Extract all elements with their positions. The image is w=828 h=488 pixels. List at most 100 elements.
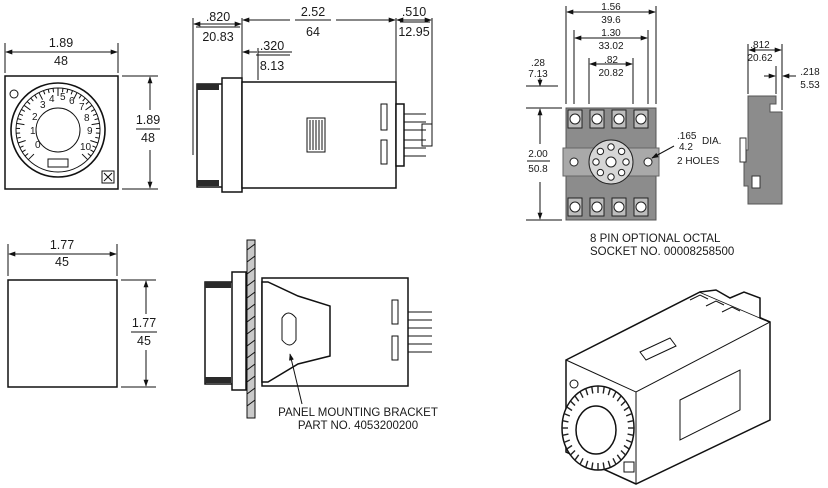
knurl-line xyxy=(579,391,584,398)
adjust-screw-icon xyxy=(101,170,115,184)
dial-tick xyxy=(92,145,97,149)
side-socket-base xyxy=(395,103,405,167)
dial-tick xyxy=(85,101,90,105)
dial-tick xyxy=(81,153,89,161)
side-latch-bottom xyxy=(380,139,388,165)
knurl-line xyxy=(612,391,617,398)
knurl-line xyxy=(562,420,569,423)
mounting-panel xyxy=(246,239,256,419)
knurl-line xyxy=(627,420,634,423)
iso-screw xyxy=(623,461,635,473)
dial-center-knob xyxy=(35,107,81,153)
bracket-leader xyxy=(289,353,303,405)
front-height-mm: 48 xyxy=(141,131,155,145)
cutout-height-mm: 45 xyxy=(137,334,151,348)
socket-side-view: .812 20.62 .218 5.53 xyxy=(739,40,820,205)
dial-tick xyxy=(38,92,44,100)
isometric-view xyxy=(561,289,771,485)
front-width-in: 1.89 xyxy=(49,36,73,50)
bezel-in: .820 xyxy=(206,10,230,24)
dial-tick xyxy=(16,136,21,139)
dial-tick xyxy=(42,90,46,95)
dial-tick xyxy=(82,97,86,102)
grille-lines xyxy=(309,120,323,150)
side-pins xyxy=(404,113,426,157)
adjust-screw-cross xyxy=(103,172,113,182)
knurl-line xyxy=(620,449,627,456)
dial-label-0: 0 xyxy=(35,140,41,151)
mount-hole-right xyxy=(643,157,653,167)
socket-width-mm: 39.6 xyxy=(601,15,621,26)
side-view: .820 20.83 2.52 64 .510 12.95 .320 8.13 xyxy=(192,5,433,193)
dial-tick xyxy=(94,118,99,121)
socket-inner-mm: 20.82 xyxy=(598,68,623,79)
dial-tick xyxy=(92,113,97,116)
led-indicator xyxy=(9,89,19,99)
dial-tick xyxy=(21,149,26,153)
panel-hatching xyxy=(246,243,256,407)
octal-pin-hole xyxy=(622,158,630,166)
bracket-clip xyxy=(281,312,297,346)
knurl-line xyxy=(625,412,633,417)
hole-dia-in: .165 xyxy=(677,131,697,142)
knurl-line xyxy=(612,458,617,465)
dial-tick xyxy=(17,140,26,144)
panel-bezel xyxy=(204,281,234,385)
knurl-line xyxy=(620,400,627,407)
pins-mm: 12.95 xyxy=(398,25,429,39)
octal-pin-holes xyxy=(592,143,630,181)
terminal-screw-head xyxy=(591,201,603,213)
knurl-line xyxy=(569,400,576,407)
octal-pin-hole xyxy=(607,143,615,151)
iso-vent xyxy=(639,337,677,361)
dial-tick xyxy=(66,89,69,94)
dial-tick xyxy=(90,149,95,153)
dial-tick-marks xyxy=(16,88,100,161)
iso-led xyxy=(569,379,579,389)
panel-latch-top xyxy=(391,299,399,325)
flange-mm: 8.13 xyxy=(260,59,284,73)
dial-label-5: 5 xyxy=(60,92,66,103)
dial-tick xyxy=(17,118,22,121)
cutout-height-in: 1.77 xyxy=(132,316,156,330)
panel-bezel-shade-top xyxy=(205,282,231,288)
panel-latch-bottom xyxy=(391,335,399,361)
dial-tick xyxy=(91,122,100,126)
octal-pin-hole xyxy=(617,147,626,156)
iso-terminals xyxy=(689,294,741,313)
terminal-screw-head xyxy=(635,201,647,213)
cutout-view: 1.77 45 1.77 45 xyxy=(7,238,157,388)
hole-count: 2 HOLES xyxy=(677,156,720,167)
dial-tick xyxy=(87,153,92,157)
pins-in: .510 xyxy=(402,5,426,19)
socket-height-in: 2.00 xyxy=(528,149,548,160)
knurl-line xyxy=(616,395,622,402)
knurl-line xyxy=(625,439,633,444)
knurl-line xyxy=(579,458,584,465)
cutout-width-mm: 45 xyxy=(55,255,69,269)
panel-cutout xyxy=(7,279,118,388)
bracket-caption-line2: PART NO. 4053200200 xyxy=(298,420,418,432)
terminal-screw-head xyxy=(591,113,603,125)
socket-side-tab xyxy=(739,137,747,163)
knurl-line xyxy=(616,454,622,461)
side-latch-top xyxy=(380,103,388,131)
terminal-screw-head xyxy=(569,201,581,213)
iso-edges xyxy=(565,321,771,484)
mount-hole-left xyxy=(569,157,579,167)
bezel-top-shade xyxy=(197,84,219,90)
dial-tick xyxy=(26,101,31,105)
knurl-line xyxy=(623,444,630,450)
flange-in: .320 xyxy=(260,39,284,53)
socket-step-mm: 5.53 xyxy=(800,80,820,91)
socket-caption-line2: SOCKET NO. 00008258500 xyxy=(590,246,734,258)
side-bezel xyxy=(196,83,224,188)
socket-inner-in: .82 xyxy=(604,55,618,66)
knurl-line xyxy=(562,433,569,436)
iso-socket-top xyxy=(699,289,771,323)
panel-pins xyxy=(408,311,432,353)
socket-depth-mm: 20.62 xyxy=(747,53,772,64)
terminal-screw-head xyxy=(613,113,625,125)
socket-width-in: 1.56 xyxy=(601,2,621,13)
dial-pointer-window xyxy=(47,158,69,168)
